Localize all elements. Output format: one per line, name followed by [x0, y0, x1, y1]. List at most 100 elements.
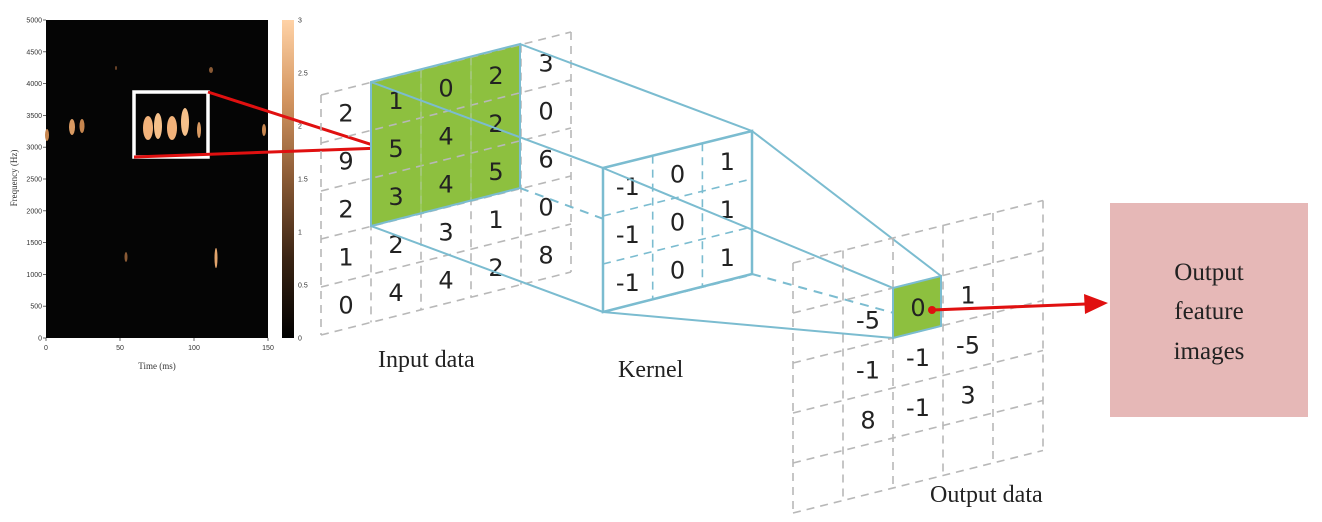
y-tick-label: 4000 — [26, 81, 42, 88]
spectrogram-blob — [262, 124, 266, 136]
projection-line — [751, 130, 942, 277]
input-cell-value: 4 — [388, 279, 403, 307]
spectrogram-x-axis-label: Time (ms) — [138, 361, 175, 371]
output-box-line-1: Output — [1174, 259, 1244, 286]
input-cell-value: 8 — [538, 241, 553, 269]
y-tick-label: 0 — [38, 336, 42, 343]
x-tick-label: 150 — [262, 345, 274, 352]
projection-line — [370, 225, 604, 313]
output-cell-value: 0 — [910, 294, 925, 322]
input-cell-value: 9 — [338, 148, 353, 176]
output-cell-value: -1 — [906, 394, 930, 422]
kernel-cell-value: -1 — [616, 173, 640, 201]
output-cell-value: 8 — [860, 406, 875, 434]
grid-line-horizontal — [320, 79, 572, 144]
grid-line-horizontal — [602, 178, 753, 217]
output-box-line-2: feature — [1174, 298, 1243, 325]
projection-line — [602, 167, 894, 289]
input-kernel-projection — [370, 43, 753, 313]
input-cell-value: 3 — [538, 49, 553, 77]
output-cell-value: 1 — [960, 281, 975, 309]
colorbar-tick-label: 0 — [298, 336, 302, 343]
spectrogram-blob — [197, 122, 201, 138]
input-cell-value: 2 — [338, 100, 353, 128]
input-highlight-region — [371, 44, 520, 226]
y-tick-label: 3000 — [26, 145, 42, 152]
spectrogram-blobs — [45, 66, 266, 268]
kernel-cell-value: 1 — [720, 244, 735, 272]
grid-line-horizontal — [792, 349, 1044, 414]
y-tick-label: 3500 — [26, 113, 42, 120]
kernel-caption: Kernel — [618, 357, 684, 383]
spectrogram-blob — [124, 252, 128, 262]
colorbar-tick-label: 3 — [298, 18, 302, 25]
spectrogram-blob — [181, 108, 189, 136]
spectrogram-blob — [143, 116, 153, 140]
input-cell-value: 4 — [438, 123, 453, 151]
output-box-line-3: images — [1174, 338, 1245, 365]
spectrogram-y-axis-label: Frequency (Hz) — [9, 150, 19, 207]
output-data-caption: Output data — [930, 482, 1043, 508]
colorbar-tick-label: 2 — [298, 124, 302, 131]
grid-line-horizontal — [320, 127, 572, 192]
input-cell-value: 6 — [538, 145, 553, 173]
spectrogram-blob — [167, 116, 177, 140]
colorbar-ticks: 00.511.522.53 — [298, 18, 308, 343]
input-cell-value: 5 — [388, 135, 403, 163]
y-tick-label: 2500 — [26, 177, 42, 184]
spectrogram-blob — [214, 248, 218, 268]
input-cell-value: 3 — [388, 183, 403, 211]
output-cell-value: -1 — [856, 356, 880, 384]
input-cell-value: 4 — [438, 267, 453, 295]
kernel-grid-lines — [602, 130, 753, 313]
spectrogram-blob — [209, 67, 213, 73]
output-arrow — [928, 294, 1108, 314]
colorbar-tick-label: 1.5 — [298, 177, 308, 184]
output-cell-value: -5 — [856, 306, 880, 334]
projection-line — [370, 81, 604, 169]
input-cell-value: 0 — [438, 75, 453, 103]
input-cell-value: 1 — [488, 206, 503, 234]
output-cell-value: 3 — [960, 381, 975, 409]
grid-line-horizontal — [792, 199, 1044, 264]
input-cell-value: 2 — [388, 231, 403, 259]
input-cell-value: 4 — [438, 171, 453, 199]
spectrogram-blob — [115, 66, 117, 70]
projection-line — [519, 43, 753, 132]
grid-line-horizontal — [320, 271, 572, 336]
input-cell-value: 0 — [338, 292, 353, 320]
y-tick-label: 4500 — [26, 49, 42, 56]
x-tick-label: 50 — [116, 345, 124, 352]
input-cell-value: 2 — [488, 62, 503, 90]
kernel-cell-value: 0 — [670, 208, 685, 236]
spectrogram-blob — [79, 119, 85, 133]
y-tick-label: 1500 — [26, 240, 42, 247]
selection-connector-bottom — [133, 146, 383, 159]
spectrogram-panel: 0500100015002000250030003500400045005000… — [9, 18, 308, 372]
grid-line-horizontal — [320, 223, 572, 288]
input-cell-value: 3 — [438, 219, 453, 247]
input-cell-value: 2 — [338, 196, 353, 224]
y-tick-label: 5000 — [26, 18, 42, 25]
grid-line-horizontal — [792, 399, 1044, 464]
output-highlight-cell — [892, 274, 942, 340]
spectrogram-blob — [69, 119, 75, 135]
projection-line — [602, 311, 894, 339]
input-cell-value: 1 — [338, 244, 353, 272]
kernel-cell-value: -1 — [616, 269, 640, 297]
y-tick-label: 1000 — [26, 272, 42, 279]
kernel-cell-value: 0 — [670, 160, 685, 188]
kernel-cell-value: 0 — [670, 256, 685, 284]
spectrogram-plot-area — [46, 20, 268, 338]
colorbar-tick-label: 0.5 — [298, 283, 308, 290]
spectrogram-colorbar — [282, 20, 294, 338]
spectrogram-blob — [154, 113, 162, 139]
y-tick-label: 500 — [30, 304, 42, 311]
kernel-cell-value: -1 — [616, 221, 640, 249]
